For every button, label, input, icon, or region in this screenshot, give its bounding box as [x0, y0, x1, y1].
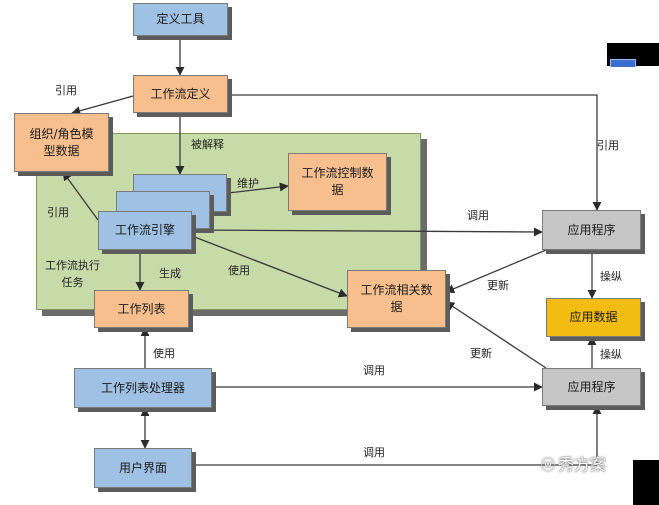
wechat-icon: ⓦ	[541, 458, 555, 474]
edge-app2-update-data	[445, 301, 547, 369]
label-use-bottom: 使用	[153, 347, 175, 360]
edge-def-ref-app	[228, 94, 602, 211]
label-call-mid: 调用	[467, 209, 489, 222]
node-workflow-def: 工作流定义	[133, 75, 228, 113]
edge-engine-ref-org	[62, 171, 99, 221]
label-call-lower: 调用	[363, 364, 385, 377]
node-workflow-def-label: 工作流定义	[150, 86, 211, 101]
node-workflow-control-data: 工作流控制数 据	[288, 153, 387, 211]
watermark-text: 秀方案	[558, 455, 607, 474]
node-workflow-engine: 工作流引擎	[98, 211, 192, 250]
window-icon	[610, 59, 636, 67]
node-workflow-related-data-label: 工作流相关数 据	[360, 283, 433, 314]
node-app-data: 应用数据	[546, 298, 641, 337]
label-ref-right: 引用	[597, 139, 619, 152]
node-org-role-model-label: 组织/角色模 型数据	[29, 126, 94, 158]
label-update-2: 更新	[470, 347, 492, 360]
edge-def-ref-org	[71, 95, 134, 116]
node-app-program-bottom: 应用程序	[542, 368, 641, 406]
node-app-program-top-label: 应用程序	[567, 222, 616, 237]
label-operate-2: 操纵	[600, 348, 622, 361]
node-define-tool: 定义工具	[133, 3, 228, 36]
label-call-bottom: 调用	[363, 446, 385, 459]
node-org-role-model: 组织/角色模 型数据	[14, 113, 109, 172]
label-operate-1: 操纵	[600, 270, 622, 283]
label-exec-task: 工作流执行 任务	[45, 259, 100, 289]
node-work-list-label: 工作列表	[117, 301, 166, 316]
node-workflow-engine-label: 工作流引擎	[114, 223, 175, 237]
node-workflow-related-data: 工作流相关数 据	[347, 270, 446, 328]
label-use-mid: 使用	[228, 264, 250, 277]
edge-engine-maintain	[227, 182, 289, 194]
label-update-1: 更新	[487, 279, 509, 292]
node-define-tool-label: 定义工具	[156, 12, 205, 26]
node-app-program-top: 应用程序	[542, 210, 641, 250]
label-generate: 生成	[159, 267, 181, 280]
node-work-list: 工作列表	[94, 290, 189, 328]
node-workflow-control-data-label: 工作流控制数 据	[301, 166, 374, 197]
node-user-interface: 用户界面	[94, 448, 192, 488]
edge-engine-call-app	[191, 227, 543, 237]
corner-tab	[607, 43, 659, 67]
node-work-list-handler: 工作列表处理器	[74, 368, 212, 408]
label-interpreted: 被解释	[191, 138, 224, 151]
label-ref-top: 引用	[55, 84, 77, 97]
corner-block	[633, 460, 659, 505]
edge-engine-use-data	[191, 235, 348, 298]
edge-app-update-data	[445, 249, 547, 294]
node-user-interface-label: 用户界面	[118, 460, 167, 475]
node-app-program-bottom-label: 应用程序	[567, 379, 616, 394]
label-maintain: 维护	[237, 177, 259, 190]
edge-ui-call-app	[192, 405, 602, 466]
label-ref-left: 引用	[47, 206, 69, 219]
node-app-data-label: 应用数据	[569, 310, 618, 324]
node-work-list-handler-label: 工作列表处理器	[100, 380, 185, 395]
